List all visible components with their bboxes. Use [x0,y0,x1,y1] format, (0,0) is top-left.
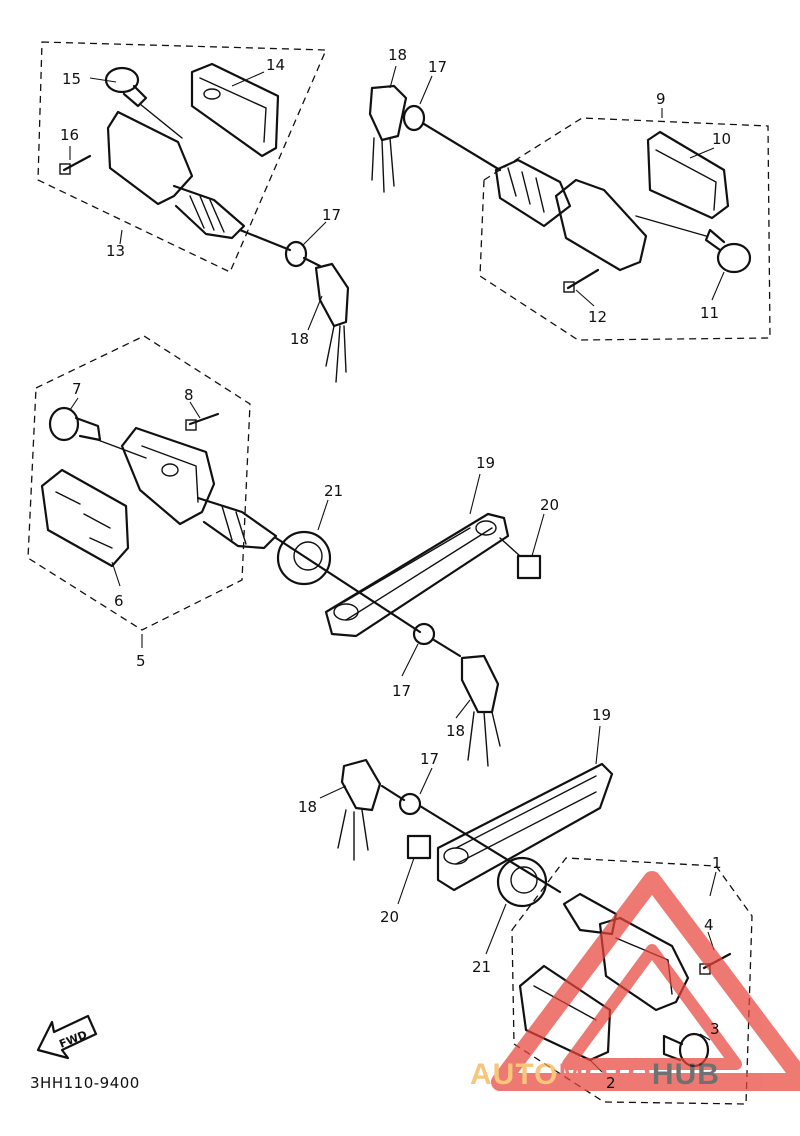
callout-17d: 17 [420,750,439,768]
callouts: 15 14 16 13 17 18 18 17 9 10 11 12 7 8 6… [60,46,731,1092]
socket-18b [368,84,408,193]
callout-21b: 21 [472,958,491,976]
callout-19b: 19 [592,706,611,724]
damper-21b [496,856,548,908]
grommet-17b [402,104,426,132]
lens-10 [646,130,730,220]
callout-21a: 21 [324,482,343,500]
grommet-17a [284,240,322,268]
assembly-5-group [27,335,278,648]
callout-5: 5 [136,652,146,670]
grommet-17d [398,792,422,816]
callout-19a: 19 [476,454,495,472]
callout-11: 11 [700,304,719,322]
watermark-hub: HUB [652,1058,720,1091]
bulb-15 [104,66,183,139]
callout-17b: 17 [428,58,447,76]
callout-3: 3 [710,1020,720,1038]
fwd-label: FWD [57,1028,89,1051]
callout-2: 2 [606,1074,616,1092]
stay-19a [324,512,510,638]
callout-17a: 17 [322,206,341,224]
damper-21a [276,530,332,586]
callout-18d: 18 [298,798,317,816]
housing-13 [106,110,292,252]
callout-15: 15 [62,70,81,88]
nut-20a [516,554,542,580]
stay-19b [436,762,614,892]
socket-18c [460,654,501,767]
callout-9: 9 [656,90,666,108]
callout-6: 6 [114,592,124,610]
screw-8 [185,412,220,431]
bulb-7 [48,406,147,459]
lens-6 [40,468,130,568]
socket-18d [337,758,382,861]
callout-4: 4 [704,916,714,934]
watermark-moto: MOTO [558,1058,651,1091]
bulb-11 [635,215,752,274]
socket-18a [314,262,350,383]
screw-12 [563,268,600,293]
callout-12: 12 [588,308,607,326]
callout-13: 13 [106,242,125,260]
callout-1: 1 [712,854,722,872]
callout-10: 10 [712,130,731,148]
nut-20b [406,834,432,860]
housing-9 [494,158,648,272]
watermark-triangle-icon [491,871,800,1091]
watermark-auto: AUTO [470,1058,558,1091]
fwd-arrow-icon: FWD [36,1014,98,1060]
callout-18c: 18 [446,722,465,740]
housing-5 [120,426,278,550]
watermark-logo: AUTOMOTOHUB [470,871,800,1091]
callout-7: 7 [72,380,82,398]
assembly-9-group [368,65,771,341]
callout-18a: 18 [290,330,309,348]
callout-8: 8 [184,386,194,404]
svg-text:AUTOMOTOHUB: AUTOMOTOHUB [470,1058,720,1091]
lens-14 [190,62,280,158]
diagram-code: 3HH110-9400 [30,1074,140,1092]
screw-16 [59,154,92,175]
callout-20b: 20 [380,908,399,926]
grommet-17c [412,622,462,658]
assembly-13-group [37,41,350,383]
callout-16: 16 [60,126,79,144]
callout-20a: 20 [540,496,559,514]
callout-14: 14 [266,56,285,74]
callout-17c: 17 [392,682,411,700]
callout-18b: 18 [388,46,407,64]
